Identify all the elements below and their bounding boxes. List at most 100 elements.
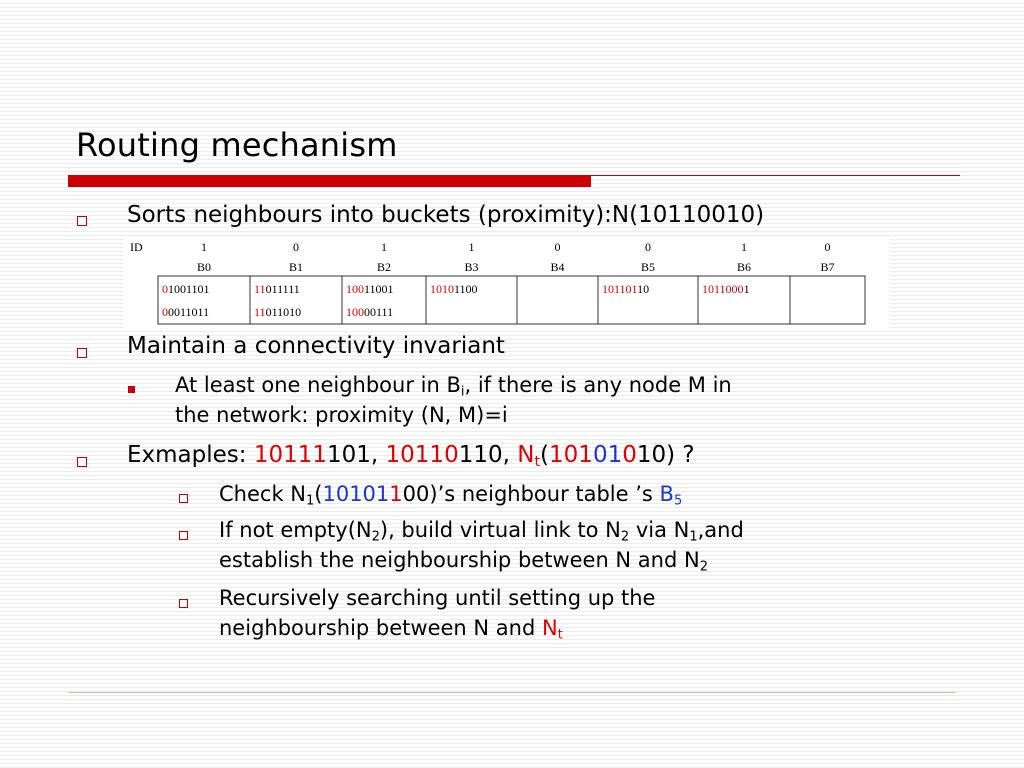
text: via N xyxy=(629,518,690,542)
sub-bullet-hollow-square-icon xyxy=(179,494,188,503)
cell-prefix: 1010 xyxy=(430,282,454,296)
text: establish the neighbourship between N an… xyxy=(219,548,700,572)
sub-bullet-hollow-square-icon xyxy=(179,531,188,540)
cell-suffix: 1100 xyxy=(454,282,478,296)
sub-bullet-check-n1: Check N1(10101100)’s neighbour table ’s … xyxy=(219,482,683,509)
sub-bullet-at-least-one-line2: the network: proximity (N, M)=i xyxy=(175,403,508,427)
n1-part: 10101 xyxy=(322,482,390,506)
subscript: 5 xyxy=(673,493,683,509)
bucket-b5: B5 xyxy=(659,482,683,509)
sub-bullet-recursively: Recursively searching until setting up t… xyxy=(219,586,656,610)
text: , if there is any node M in xyxy=(464,373,732,397)
text: , xyxy=(502,442,518,468)
example1-suffix: 101 xyxy=(327,442,371,468)
bucket-cell: 10000111 xyxy=(346,305,393,319)
example1-prefix: 10111 xyxy=(253,442,327,468)
cell-prefix: 101101 xyxy=(602,282,638,296)
cell-prefix: 11 xyxy=(254,305,266,319)
subscript: t xyxy=(534,453,541,470)
n1-part: 1 xyxy=(389,482,403,506)
text: ,and xyxy=(697,518,744,542)
bucket-label: B7 xyxy=(820,260,834,274)
text: ( xyxy=(540,442,550,468)
n1-part: 00 xyxy=(402,482,430,506)
example2-suffix: 110 xyxy=(458,442,503,468)
subscript: t xyxy=(557,627,563,643)
id-bit: 0 xyxy=(293,240,299,254)
text: ) ? xyxy=(666,442,695,468)
id-bit: 0 xyxy=(825,240,831,254)
sub-bullet-filled-square-icon xyxy=(128,386,135,393)
cell-prefix: 0 xyxy=(162,305,168,319)
id-bit: 0 xyxy=(555,240,561,254)
title-underline-thin xyxy=(591,175,960,176)
bucket-cell: 10011001 xyxy=(346,282,394,296)
text: Check N xyxy=(219,482,306,506)
bucket-cell: 11011010 xyxy=(254,305,301,319)
target-node: Nt xyxy=(541,616,563,643)
id-bit: 1 xyxy=(381,240,387,254)
bucket-label: B3 xyxy=(464,260,478,274)
sub-bullet-if-not-empty-line2: establish the neighbourship between N an… xyxy=(219,548,708,575)
cell-prefix: 100 xyxy=(346,282,364,296)
bucket-cell: 11011111 xyxy=(254,282,300,296)
bucket-cell: 00011011 xyxy=(162,305,209,319)
subscript: 2 xyxy=(699,559,708,575)
id-bit: 1 xyxy=(201,240,207,254)
cell-suffix: 1001101 xyxy=(168,282,210,296)
bullet-sorts-neighbours: Sorts neighbours into buckets (proximity… xyxy=(127,202,765,228)
subscript: 2 xyxy=(371,529,380,545)
slide-title: Routing mechanism xyxy=(76,126,398,164)
example2-prefix: 10110 xyxy=(385,442,459,468)
cell-suffix: 11001 xyxy=(364,282,394,296)
subscript: i xyxy=(460,384,465,400)
bucket-label: B5 xyxy=(641,260,655,274)
cell-prefix: 100 xyxy=(346,305,364,319)
text: ( xyxy=(314,482,323,506)
id-bit: 1 xyxy=(741,240,747,254)
cell-suffix: 1 xyxy=(744,282,750,296)
sub-bullet-at-least-one: At least one neighbour in Bi, if there i… xyxy=(175,373,732,400)
bucket-cell: 10110001 xyxy=(702,282,750,296)
cell-suffix: 00111 xyxy=(364,305,393,319)
sub-bullet-hollow-square-icon xyxy=(179,599,188,608)
bucket-cell: 10101100 xyxy=(430,282,478,296)
text: Exmaples: xyxy=(127,442,254,468)
target-part: 01 xyxy=(592,442,623,468)
target-part: 0 xyxy=(622,442,637,468)
subscript: 1 xyxy=(689,529,698,545)
subscript: 2 xyxy=(620,529,630,545)
sub-bullet-recursively-line2: neighbourship between N and Nt xyxy=(219,616,563,643)
subscript: 1 xyxy=(305,493,315,509)
bucket-label: B2 xyxy=(377,260,391,274)
target-part: 10 xyxy=(636,442,667,468)
bucket-cell: 01001101 xyxy=(162,282,210,296)
table-id-label: ID xyxy=(130,240,143,254)
bullet-connectivity-invariant: Maintain a connectivity invariant xyxy=(127,333,505,359)
cell-suffix: 10 xyxy=(637,282,649,296)
text: , xyxy=(370,442,386,468)
text: ), build virtual link to N xyxy=(379,518,621,542)
bucket-label: B4 xyxy=(550,260,564,274)
cell-suffix: 011111 xyxy=(266,282,300,296)
text: At least one neighbour in B xyxy=(175,373,461,397)
target-node: Nt xyxy=(517,442,541,470)
text: neighbourship between N and xyxy=(219,616,542,640)
cell-prefix: 11 xyxy=(254,282,266,296)
id-bit: 1 xyxy=(469,240,475,254)
bullet-hollow-square-icon xyxy=(77,457,87,467)
bullet-examples: Exmaples: 10111101, 10110110, Nt(1010101… xyxy=(127,442,695,470)
bucket-cell: 10110110 xyxy=(602,282,649,296)
text: B xyxy=(659,482,674,506)
bucket-label: B1 xyxy=(289,260,303,274)
id-bit: 0 xyxy=(645,240,651,254)
table-border xyxy=(157,275,866,325)
text: )’s neighbour table ’s xyxy=(429,482,660,506)
cell-prefix: 0 xyxy=(162,282,168,296)
text: N xyxy=(541,616,558,640)
bucket-label: B6 xyxy=(737,260,751,274)
cell-prefix: 1011000 xyxy=(702,282,744,296)
text: If not empty(N xyxy=(219,518,372,542)
